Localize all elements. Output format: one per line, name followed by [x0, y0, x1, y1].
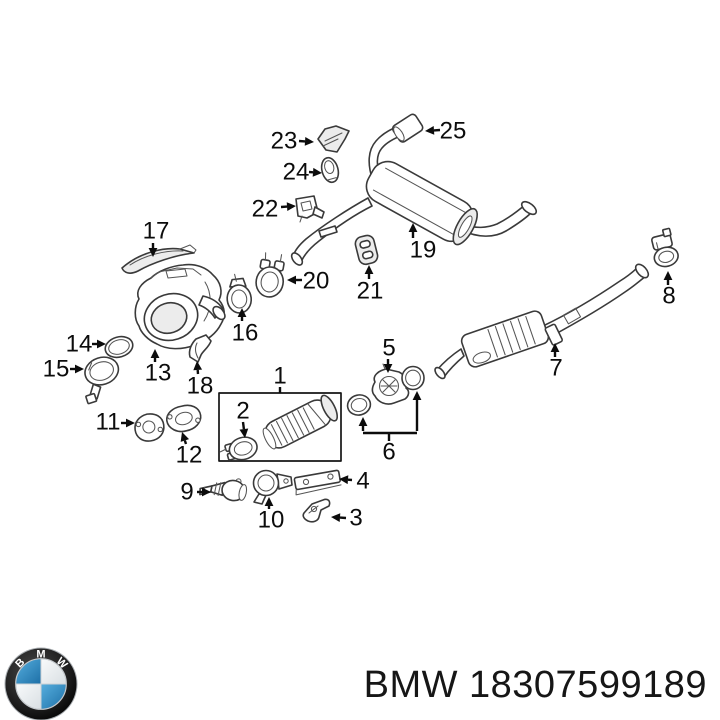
- callout-12: 12: [176, 432, 203, 469]
- exhaust-diagram-art: [84, 113, 679, 523]
- callout-24: 24: [283, 159, 322, 186]
- part-22-bracket: [295, 195, 325, 223]
- callout-number-25: 25: [440, 118, 467, 145]
- part-5-mount-bracket: [371, 363, 410, 405]
- callout-2: 2: [236, 398, 250, 438]
- callout-number-14: 14: [66, 331, 93, 358]
- part-20-clamp: [255, 252, 285, 298]
- callout-number-9: 9: [180, 479, 193, 506]
- part-12-flange-gasket: [166, 404, 202, 433]
- callout-17: 17: [143, 218, 170, 257]
- callout-25: 25: [425, 118, 466, 145]
- callout-number-23: 23: [271, 128, 298, 155]
- callout-number-6: 6: [382, 439, 395, 466]
- part-8-clamp-hanger: [651, 227, 679, 268]
- part-number-caption: BMW 18307599189: [364, 664, 707, 706]
- part-13-catalytic-converter: [134, 263, 226, 350]
- part-4-bracket: [293, 469, 342, 496]
- callout-22: 22: [252, 196, 296, 223]
- bmw-logo-quadrants: [15, 658, 67, 710]
- part-9-oxygen-sensor: [199, 478, 248, 502]
- callout-16: 16: [232, 308, 259, 347]
- callout-number-22: 22: [252, 196, 279, 223]
- callout-18: 18: [187, 361, 214, 400]
- callout-number-15: 15: [43, 356, 70, 383]
- part-15-clamp: [84, 356, 120, 405]
- callout-number-17: 17: [143, 218, 170, 245]
- bmw-logo-letter-m: M: [36, 649, 45, 661]
- callout-1: 1: [273, 363, 287, 393]
- part-10-grommet-bracket: [252, 469, 293, 505]
- part-16-clamp: [226, 273, 253, 314]
- part-14-gasket-ring: [104, 335, 134, 359]
- callout-7: 7: [549, 343, 563, 382]
- callout-number-3: 3: [349, 505, 362, 532]
- callout-number-10: 10: [258, 507, 285, 534]
- callout-number-18: 18: [187, 373, 214, 400]
- callout-number-2: 2: [236, 398, 249, 425]
- callout-21: 21: [357, 265, 384, 305]
- part-21-rubber-hanger: [354, 234, 379, 266]
- part-24-grommet: [320, 156, 340, 184]
- callout-number-19: 19: [410, 237, 437, 264]
- callout-number-21: 21: [357, 278, 384, 305]
- callout-23: 23: [271, 128, 314, 155]
- part-3-bracket: [302, 498, 331, 523]
- callout-number-7: 7: [549, 355, 562, 382]
- callout-6: 6: [358, 391, 422, 466]
- callout-number-16: 16: [232, 320, 259, 347]
- callout-number-24: 24: [283, 159, 310, 186]
- part-18-bracket: [188, 334, 212, 363]
- callout-15: 15: [43, 356, 84, 383]
- part-7-center-pipe: [434, 263, 650, 380]
- callout-number-8: 8: [662, 283, 675, 310]
- callout-number-20: 20: [303, 268, 330, 295]
- callout-number-5: 5: [382, 335, 395, 362]
- part-11-flange-gasket: [134, 413, 165, 442]
- part-23-heat-shield: [317, 125, 350, 153]
- callout-20: 20: [287, 268, 329, 295]
- part-2-clamp: [219, 436, 258, 461]
- callout-11: 11: [96, 409, 135, 436]
- callout-14: 14: [66, 331, 106, 358]
- callout-5: 5: [382, 335, 396, 373]
- callout-number-4: 4: [356, 468, 369, 495]
- callout-10: 10: [258, 497, 285, 534]
- part-1-flex-pipe: [262, 394, 339, 450]
- callout-4: 4: [339, 468, 370, 495]
- bmw-logo: B M W: [4, 647, 78, 720]
- callout-19: 19: [408, 223, 437, 264]
- callout-9: 9: [180, 479, 211, 506]
- callout-number-1: 1: [273, 363, 286, 390]
- callout-number-13: 13: [145, 360, 172, 387]
- callout-3: 3: [331, 505, 363, 532]
- callout-number-11: 11: [96, 409, 121, 436]
- callout-13: 13: [145, 349, 172, 387]
- callout-number-12: 12: [176, 442, 203, 469]
- part-6-sealing-rings: [346, 365, 425, 416]
- part-25-tailpipe-tip: [391, 113, 424, 143]
- callout-8: 8: [662, 271, 676, 310]
